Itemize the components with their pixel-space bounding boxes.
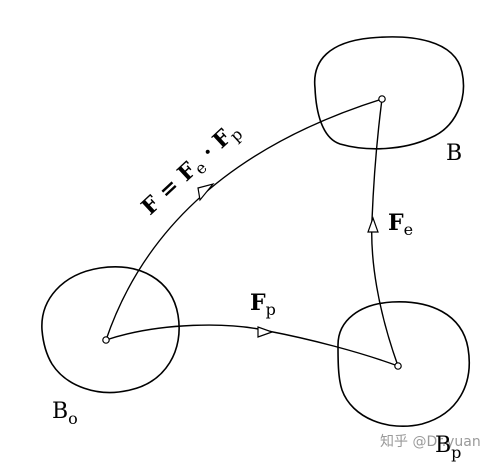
label-plastic-sub: p	[266, 300, 276, 319]
label-elastic: Fe	[388, 210, 413, 239]
body-intermediate-shape	[337, 301, 470, 428]
point-reference	[102, 336, 110, 344]
label-body-reference: Bo	[52, 399, 78, 428]
label-elastic-base: F	[388, 210, 404, 236]
body-reference-shape	[41, 266, 180, 394]
label-plastic-base: F	[250, 290, 266, 316]
path-plastic-deformation	[105, 324, 399, 367]
label-body-intermediate: Bp	[435, 433, 461, 462]
label-body-reference-sub: o	[68, 409, 78, 428]
arrow-elastic-icon	[367, 216, 379, 233]
label-decomposition: F = Fe · Fp	[136, 117, 246, 222]
label-plastic: Fp	[250, 290, 276, 319]
path-total-deformation	[105, 98, 383, 341]
arrow-total-icon	[197, 182, 215, 202]
label-body-intermediate-base: B	[435, 433, 451, 458]
label-body-reference-base: B	[52, 399, 68, 424]
point-intermediate	[394, 362, 402, 370]
label-elastic-sub: e	[404, 220, 413, 239]
label-body-current: B	[446, 141, 462, 166]
label-body-intermediate-sub: p	[451, 443, 461, 462]
point-current	[378, 95, 386, 103]
body-current-shape	[313, 36, 465, 150]
arrow-plastic-icon	[257, 326, 274, 338]
watermark: 知乎 @Dr.yuan	[380, 433, 481, 450]
